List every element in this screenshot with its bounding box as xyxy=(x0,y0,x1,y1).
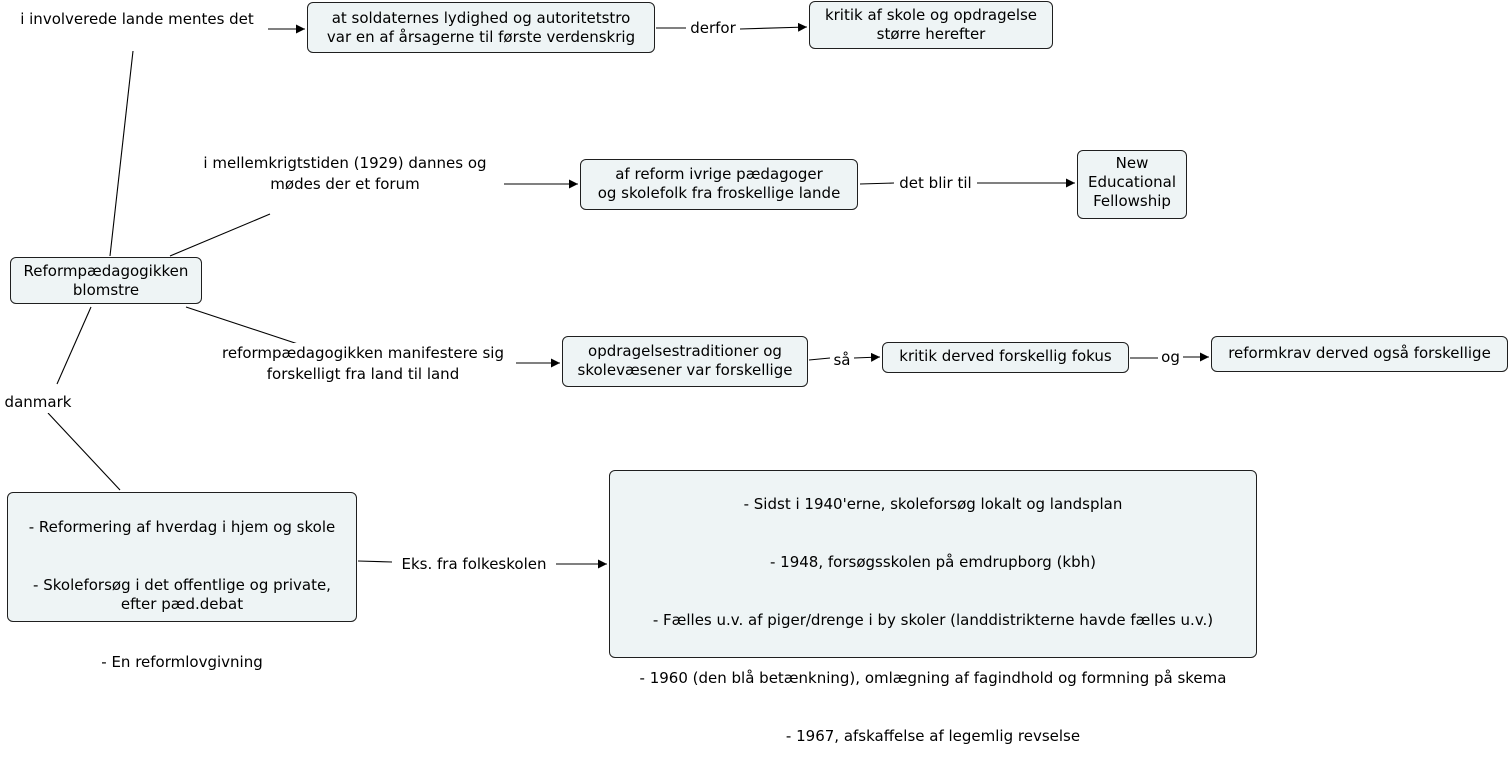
node-denmark-items[interactable]: - Reformering af hverdag i hjem og skole… xyxy=(7,492,357,671)
denmark-item: - Reformering af hverdag i hjem og skole xyxy=(28,518,336,536)
link-label-so: så xyxy=(830,350,854,371)
connector-lines xyxy=(47,22,1209,569)
school-item: - 1967, afskaffelse af legemlig revselse xyxy=(785,727,1081,745)
node-reformpaedagogikken[interactable]: Reformpædagogikken blomstre xyxy=(10,257,202,304)
line-items-to-examples xyxy=(357,560,393,563)
node-critique-focus[interactable]: kritik derved forskellig fokus xyxy=(882,342,1129,373)
line-root-to-involved xyxy=(109,50,134,257)
school-item: - 1948, forsøgsskolen på emdrupborg (kbh… xyxy=(769,553,1096,571)
school-item: - Sidst i 1940'erne, skoleforsøg lokalt … xyxy=(743,495,1123,513)
node-reform-demands[interactable]: reformkrav derved også forskellige xyxy=(1211,336,1508,372)
arrow-therefore-to-criticism xyxy=(739,22,808,32)
school-item: - 1960 (den blå betænkning), omlægning a… xyxy=(639,669,1227,687)
link-label-therefore: derfor xyxy=(686,18,740,39)
line-denmark-to-items xyxy=(47,412,121,491)
line-traditions-to-so xyxy=(808,357,831,361)
denmark-item: - Skoleforsøg i det offentlige og privat… xyxy=(33,576,331,613)
link-label-manifests: reformpædagogikken manifestere sig forsk… xyxy=(210,343,516,385)
link-label-examples: Eks. fra folkeskolen xyxy=(392,554,556,575)
denmark-item: - En reformlovgivning xyxy=(101,653,263,671)
node-soldiers[interactable]: at soldaternes lydighed og autoritetstro… xyxy=(307,2,655,53)
line-root-to-denmark xyxy=(56,306,92,385)
node-traditions[interactable]: opdragelsestraditioner og skolevæsener v… xyxy=(562,336,808,387)
node-folkeskolen-examples[interactable]: - Sidst i 1940'erne, skoleforsøg lokalt … xyxy=(609,470,1257,745)
link-label-denmark: danmark xyxy=(1,392,75,413)
link-label-becomes: det blir til xyxy=(894,173,977,194)
link-label-involved: i involverede lande mentes det xyxy=(6,9,268,30)
school-item: - Fælles u.v. af piger/drenge i by skole… xyxy=(652,611,1214,629)
line-reformers-to-becomes xyxy=(859,182,895,185)
line-root-to-manifests xyxy=(185,306,299,345)
link-label-and: og xyxy=(1158,347,1183,368)
line-root-to-interwar xyxy=(169,213,271,257)
node-new-educational-fellowship[interactable]: New Educational Fellowship xyxy=(1077,150,1187,219)
node-reformers[interactable]: af reform ivrige pædagoger og skolefolk … xyxy=(580,159,858,210)
arrow-so-to-critique xyxy=(853,352,881,362)
link-label-interwar: i mellemkrigtstiden (1929) dannes og mød… xyxy=(186,153,504,195)
node-criticism[interactable]: kritik af skole og opdragelse større her… xyxy=(809,1,1053,49)
